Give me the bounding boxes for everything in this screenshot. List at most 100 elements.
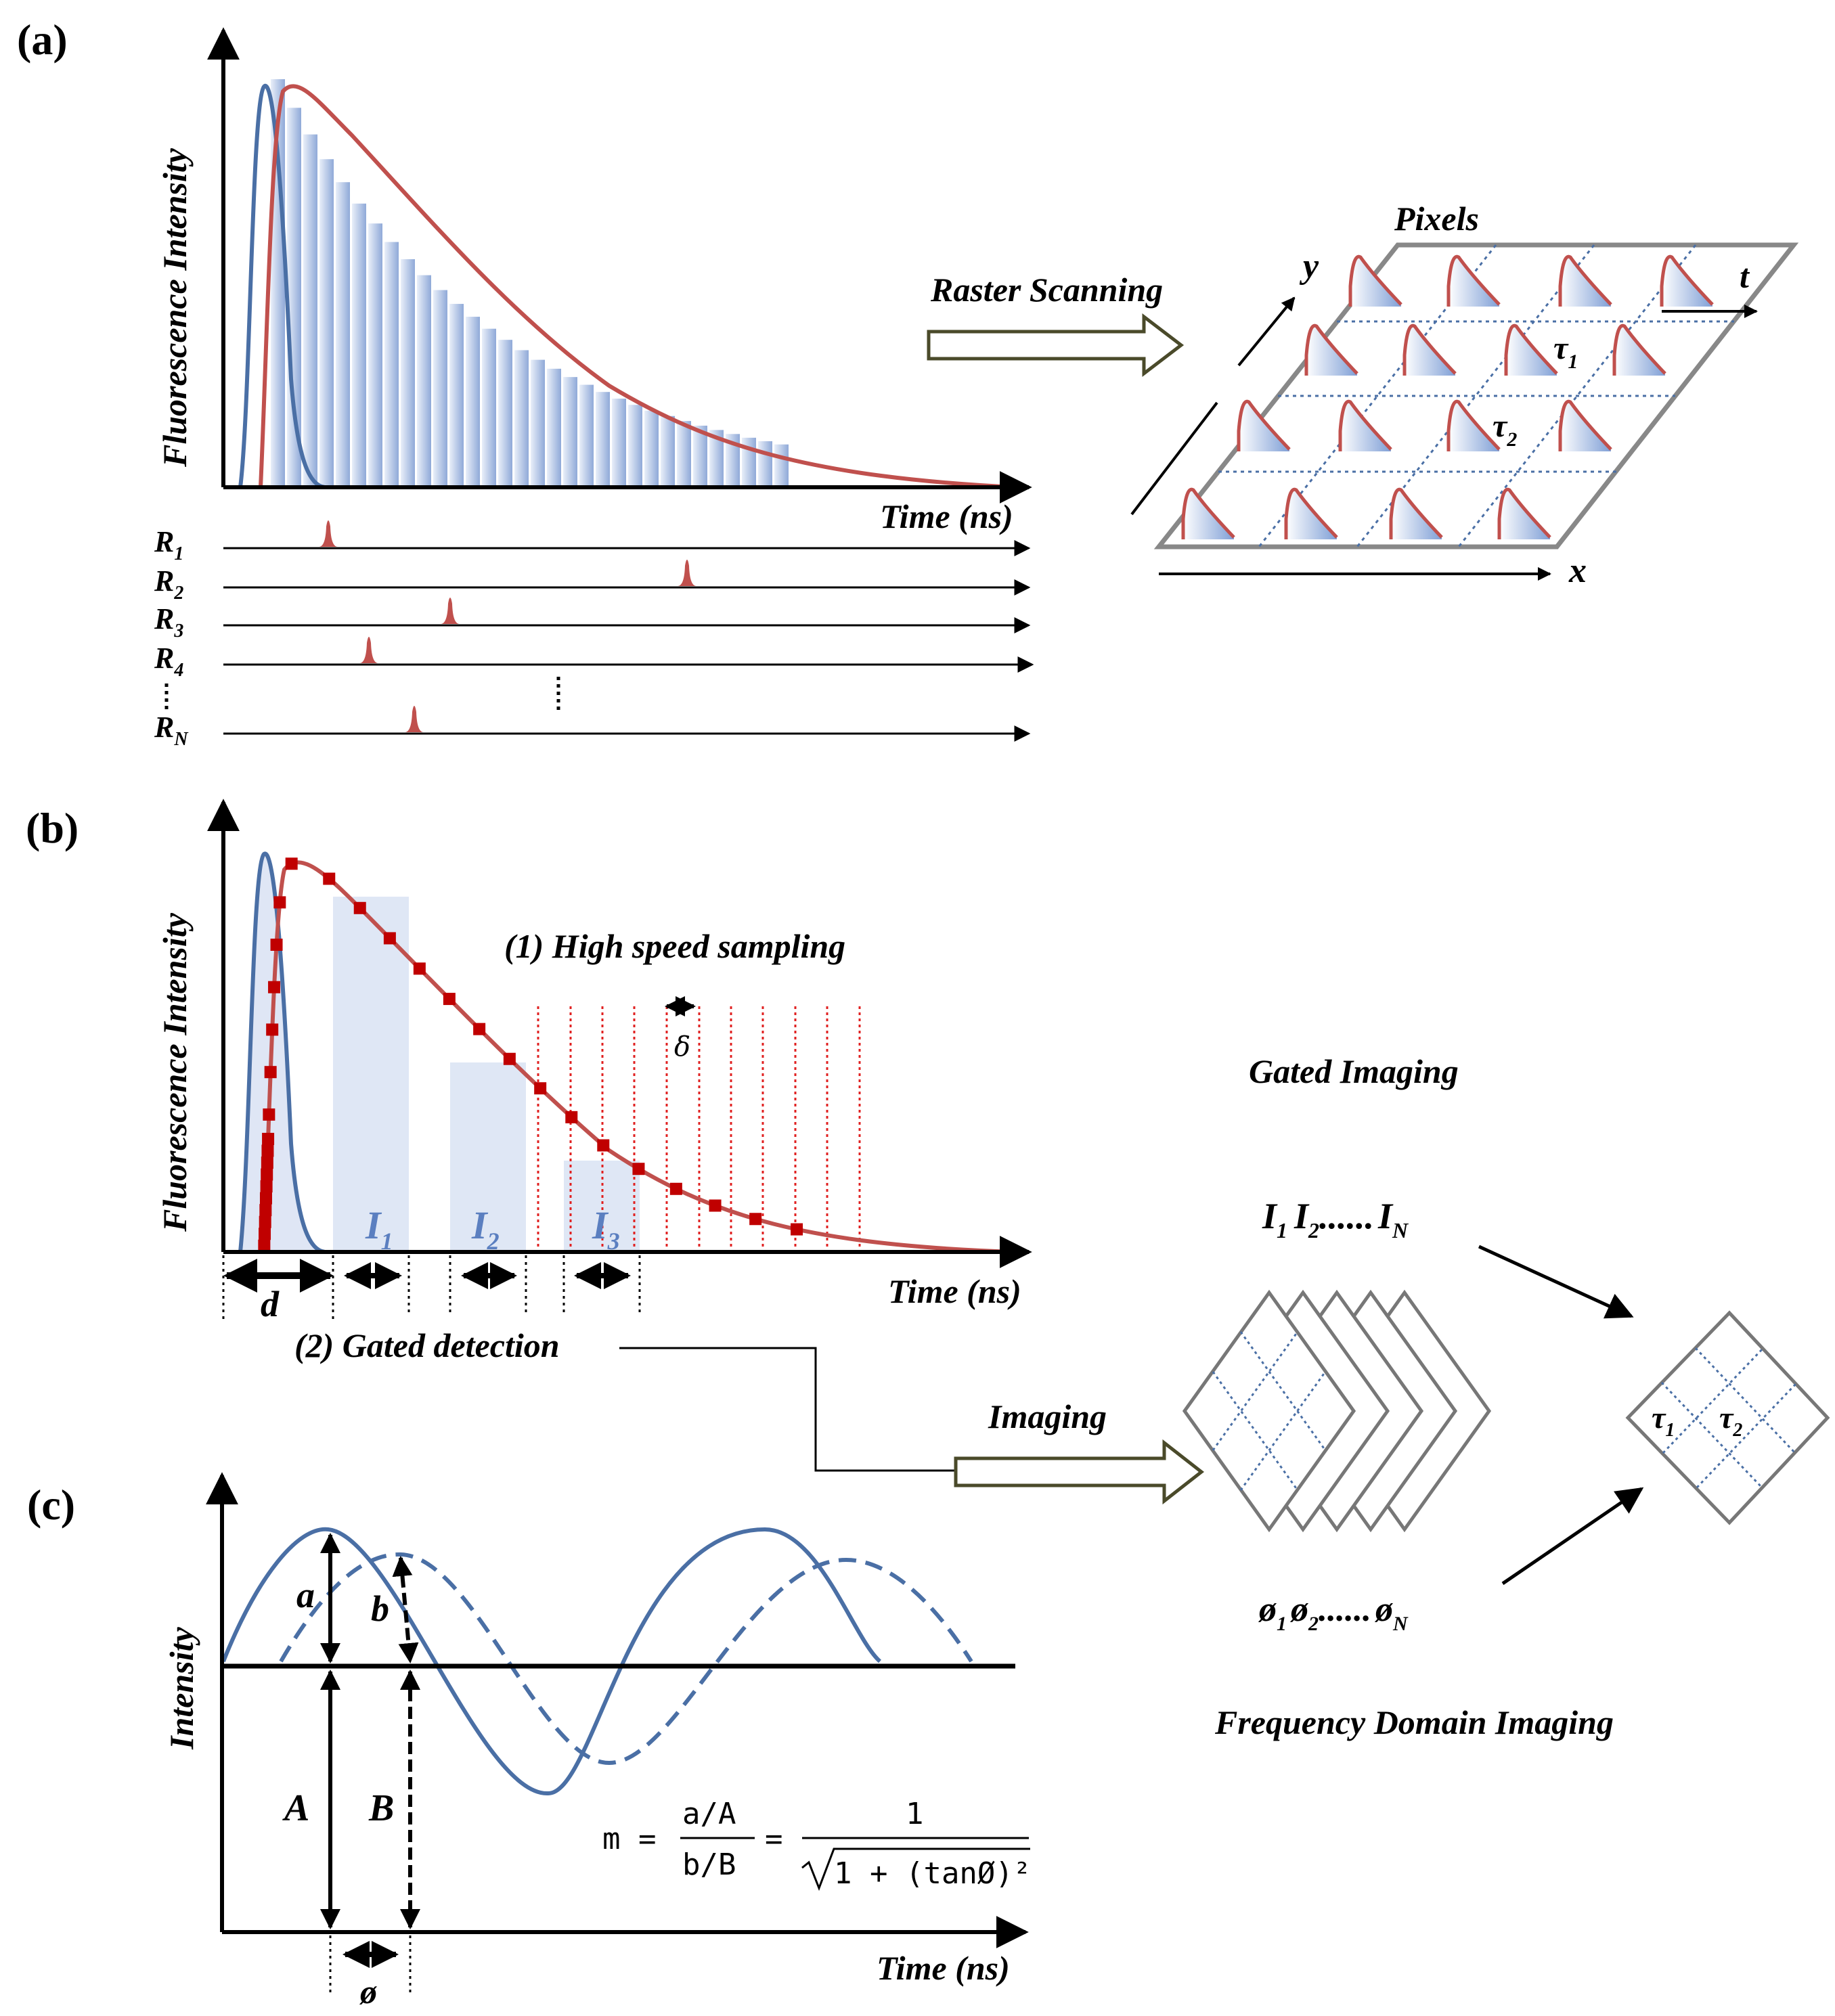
excitation-sine [221,1527,882,1796]
x-axis-label: Time (ns) [888,1272,1021,1310]
histogram-bin [774,444,789,487]
sample-point [323,872,336,885]
gate-1 [333,897,409,1252]
histogram-bin [482,328,496,487]
histogram-bin [726,434,740,487]
histogram-bin [384,242,399,487]
tau2-label: τ2 [1493,408,1517,451]
photon-pulse [405,706,424,732]
pixel-y-label: y [1299,247,1319,286]
modulation-equation: m = a/A b/B = 1 1 + (tanØ)² [602,1797,1031,1891]
row-label-3: R3 [154,602,183,642]
eq-one: 1 [906,1797,924,1831]
sample-point [261,1144,274,1157]
sample-point [791,1223,803,1236]
imaging-label: Imaging [988,1397,1107,1435]
delay-d-label: d [261,1284,280,1324]
result-tau2-label: τ2 [1719,1400,1742,1441]
frequency-domain-label: Frequency Domain Imaging [1214,1703,1614,1741]
decay-histogram-bins [271,79,789,488]
lifetime-image [1625,1310,1830,1525]
tau1-label: τ1 [1553,330,1578,373]
gate-label-1: I1 [365,1203,393,1255]
pixels-label: Pixels [1394,200,1479,238]
histogram-bin [693,425,707,487]
histogram-bin [677,421,691,487]
panel-b-label: (b) [26,804,79,852]
sample-point [597,1139,610,1152]
sample-point [270,939,283,951]
sample-point [261,1157,273,1169]
photon-pulse [678,560,697,586]
result-tau1-label: τ1 [1652,1400,1675,1441]
histogram-bin [401,259,415,487]
row-label-n: RN [154,711,189,750]
fluorescence-decay-curve [259,84,1016,489]
y-axis-label: Intensity [162,1627,200,1750]
sample-point [266,1023,279,1036]
emission-sine [279,1552,973,1766]
histogram-bin [628,405,642,487]
sample-point [709,1199,722,1212]
histogram-bin [466,317,480,487]
sample-points [258,857,803,1252]
histogram-bin [758,441,772,487]
panel-a-label: (a) [17,16,68,64]
sample-point [259,1192,272,1205]
photon-pulse [359,637,378,663]
excitation-pulse-curve [238,851,326,1254]
eq-m: m = [602,1822,656,1856]
sample-point [273,896,286,909]
sample-point [669,1182,682,1195]
frequency-to-result-arrow [1501,1487,1644,1586]
histogram-bin [596,392,610,487]
histogram-bin [644,410,659,487]
photon-rows: R1 R2 R3 R4 RN [154,520,1034,750]
B-label: B [368,1787,394,1829]
y-axis-label: Fluorescence Intensity [156,912,194,1232]
sample-point [268,981,281,993]
phase-markers [329,1935,412,1993]
sample-point [534,1082,547,1095]
eq-denominator: b/B [682,1847,736,1882]
sqrt-sign [801,1847,1030,1891]
panel-c-label: (c) [27,1481,75,1529]
x-axis-label: Time (ns) [880,497,1013,535]
photon-pulse [319,520,338,547]
sample-point [262,1132,275,1145]
sample-point [565,1111,578,1123]
gated-to-result-arrow [1478,1245,1634,1319]
excitation-pulse-curve [238,83,326,489]
gated-imaging-label: Gated Imaging [1249,1052,1459,1090]
sample-point [259,1228,271,1240]
histogram-bin [287,108,301,488]
sample-point [263,1108,275,1121]
b-label: b [371,1588,389,1629]
sample-point [261,1168,273,1181]
side-line [1130,401,1218,516]
pixel-grid [1130,242,1799,581]
sample-point [285,857,298,870]
histogram-bin [352,203,366,487]
imaging-arrow [954,1439,1205,1505]
gate-2 [450,1062,526,1252]
y-axis-arrow [1237,296,1296,367]
raster-scanning-label: Raster Scanning [930,271,1163,309]
pixel-t-label: t [1740,257,1750,295]
eq-equals: = [765,1822,783,1856]
sample-point [443,993,456,1006]
image-stack [1182,1289,1492,1533]
sample-point [749,1213,762,1226]
gate-label-2: I2 [471,1203,500,1255]
sample-point [503,1052,516,1065]
histogram-bin [319,159,334,487]
x-axis-label: Time (ns) [877,1949,1010,1987]
delta-label: δ [674,1031,690,1062]
sampling-lines [537,1006,861,1252]
y-axis-label: Fluorescence Intensity [156,148,194,468]
row-label-4: R4 [154,642,183,681]
histogram-bin [514,350,529,487]
histogram-bin [612,399,626,487]
phase-label: ø [359,1973,378,2011]
